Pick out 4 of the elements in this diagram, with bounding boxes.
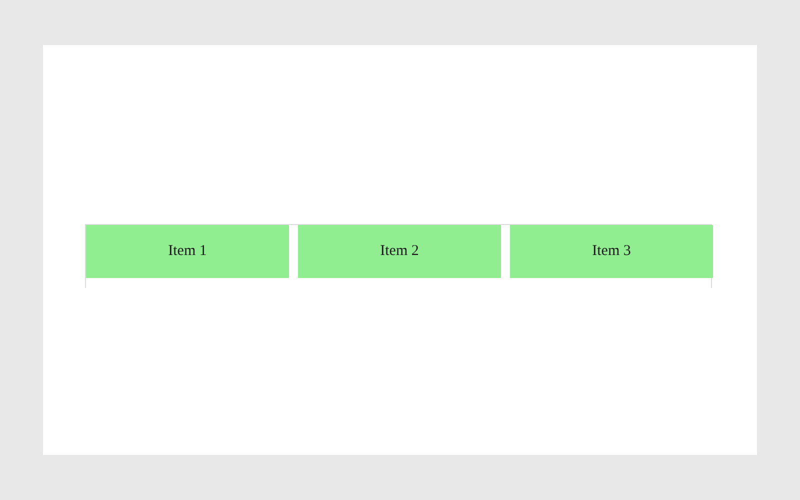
item-tile: Item 2: [298, 225, 501, 278]
outlined-panel: [85, 224, 712, 288]
item-tile: Item 1: [86, 225, 289, 278]
item-tile: Item 3: [510, 225, 713, 278]
